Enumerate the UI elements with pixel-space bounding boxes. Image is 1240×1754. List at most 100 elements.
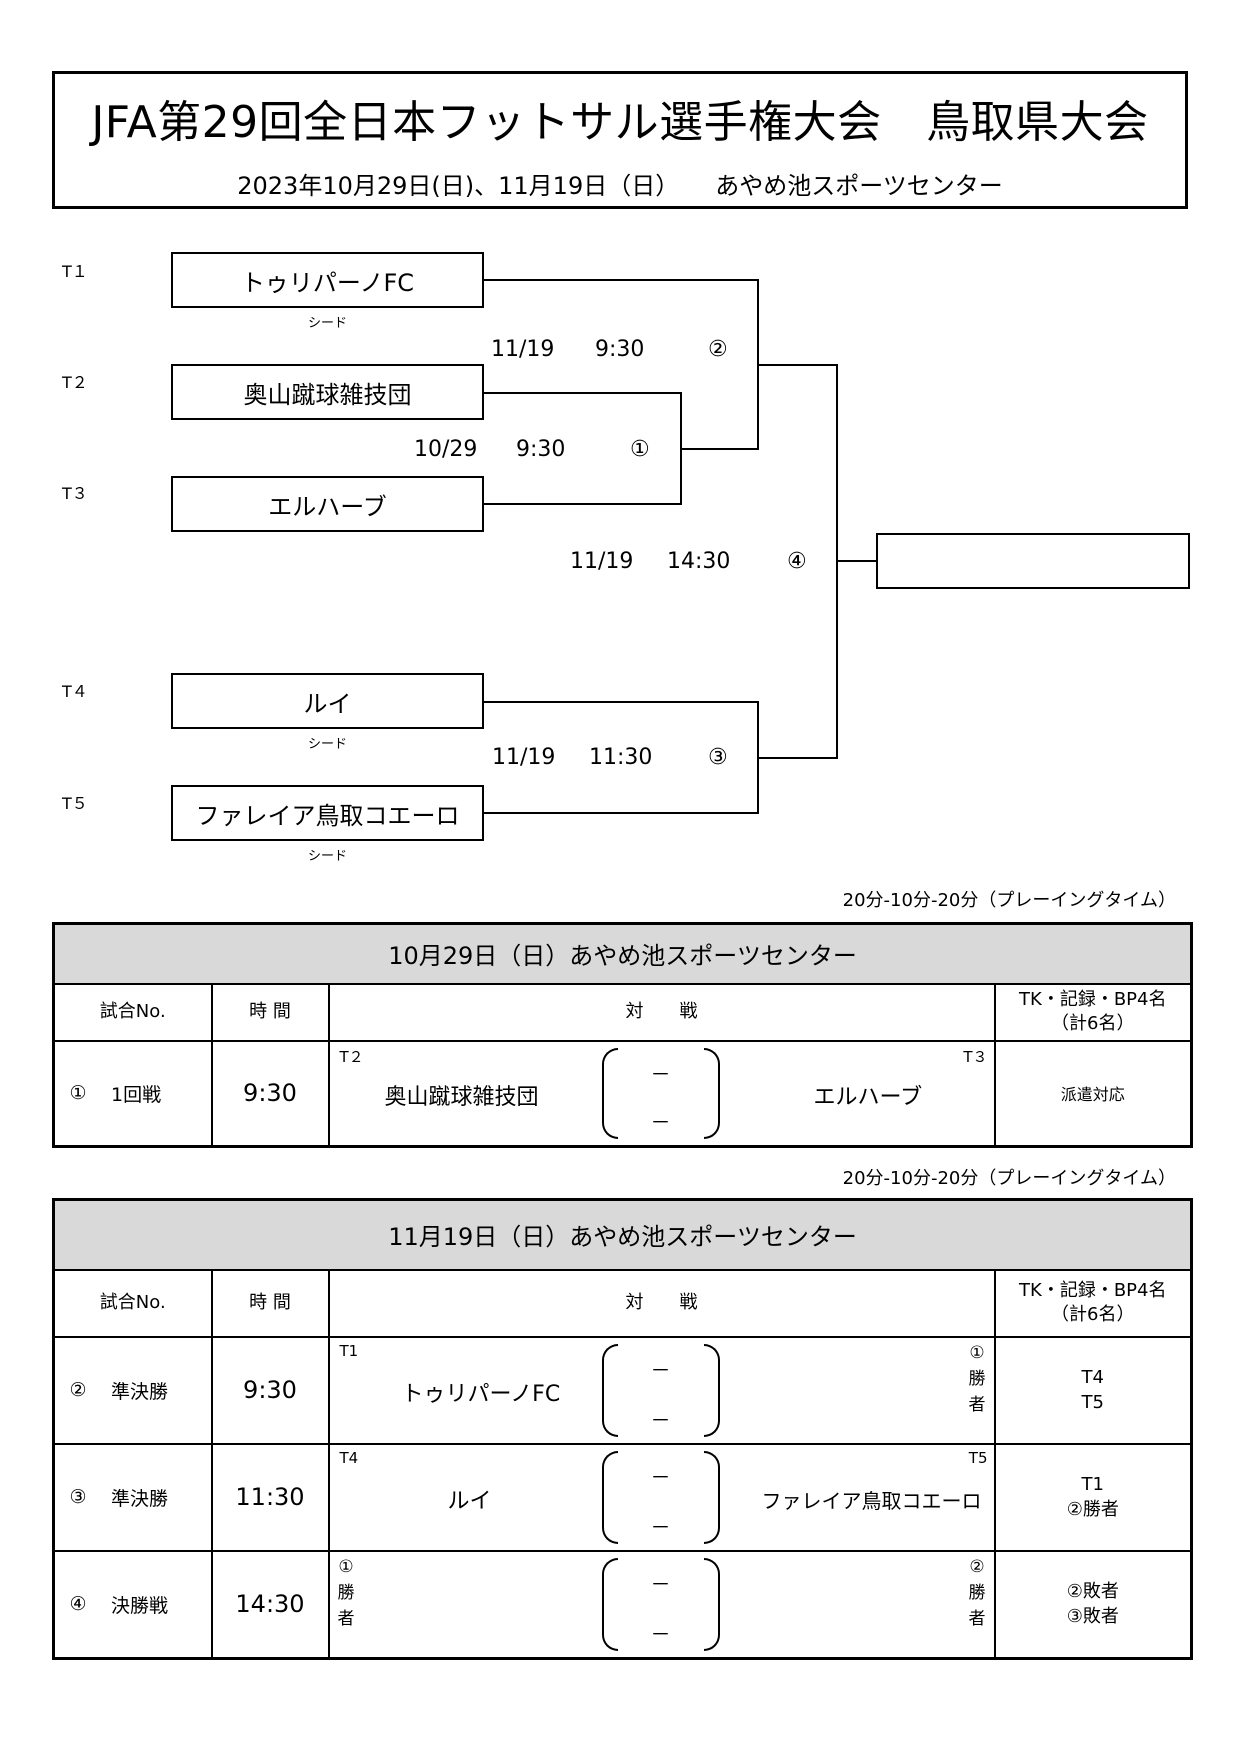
bracket-line — [757, 757, 838, 759]
schedule-table-nov19: 11月19日（日）あやめ池スポーツセンター 試合No. 時 間 対 戦 TK・記… — [52, 1198, 1194, 1660]
score-second-half: － — [650, 1407, 671, 1432]
match-time: 9:30 — [210, 1039, 330, 1147]
match-3-number: ③ — [708, 745, 728, 770]
match-number: ④ — [69, 1593, 87, 1615]
referee-line: ②勝者 — [1066, 1499, 1119, 1520]
match-2-date: 11/19 — [491, 337, 555, 362]
placeholder-char: 勝 — [968, 1582, 986, 1603]
referee-line: T5 — [1081, 1392, 1104, 1413]
score-first-half: － — [650, 1571, 671, 1596]
referee-line: T4 — [1081, 1366, 1104, 1388]
schedule-date: 10月29日（日）あやめ池スポーツセンター — [52, 922, 1193, 985]
match-4-date: 11/19 — [570, 549, 634, 574]
left-team-code: T1 — [339, 1341, 359, 1360]
versus-cell: T1 トゥリパーノFC ① 勝 者 － － — [327, 1335, 996, 1445]
bracket-line — [484, 503, 682, 505]
seed-label-t1: T１ — [62, 262, 88, 281]
left-team-code: T4 — [339, 1448, 359, 1467]
match-time: 9:30 — [210, 1335, 330, 1445]
header-referee-line2: （計6名） — [1051, 1304, 1135, 1325]
score-first-half: － — [650, 1357, 671, 1382]
team-name: ファレイア鳥取コエーロ — [195, 801, 460, 830]
seed-label-t4: T４ — [62, 682, 88, 701]
match-round: 1回戦 — [111, 1083, 162, 1106]
left-team-name: 奥山蹴球雑技団 — [384, 1084, 539, 1110]
placeholder-char: 者 — [968, 1608, 986, 1629]
schedule-table-oct29: 10月29日（日）あやめ池スポーツセンター 試合No. 時 間 対 戦 TK・記… — [52, 922, 1194, 1148]
header-versus: 対 戦 — [327, 982, 996, 1042]
schedule-date: 11月19日（日）あやめ池スポーツセンター — [52, 1198, 1193, 1271]
seed-note-t4: シード — [307, 737, 347, 752]
match-time: 14:30 — [210, 1549, 330, 1659]
bracket-team-t2: 奥山蹴球雑技団 — [171, 364, 484, 420]
placeholder-char: 者 — [337, 1608, 355, 1629]
bracket-line — [836, 560, 876, 562]
match-round: 準決勝 — [111, 1380, 169, 1403]
match-time: 11:30 — [210, 1442, 330, 1552]
referee-line: ②敗者 — [1066, 1580, 1119, 1602]
score-box[interactable]: － － — [601, 1450, 720, 1544]
match-3-time: 11:30 — [589, 745, 653, 770]
score-box[interactable]: － － — [601, 1343, 720, 1437]
team-name: ルイ — [303, 689, 352, 718]
left-team-placeholder: ① 勝 者 — [338, 1554, 355, 1632]
bracket-line — [757, 364, 838, 366]
header-referee-line2: （計6名） — [1051, 1013, 1135, 1034]
seed-note-t1: シード — [307, 316, 347, 331]
referee-line: ③敗者 — [1066, 1606, 1119, 1627]
placeholder-char: 勝 — [337, 1582, 355, 1603]
bracket-team-t1: トゥリパーノFC — [171, 252, 484, 308]
header-referee: TK・記録・BP4名 （計6名） — [993, 1268, 1193, 1338]
seed-label-t2: T２ — [62, 373, 88, 392]
header-time: 時 間 — [210, 1268, 330, 1338]
match-number: ① — [69, 1082, 87, 1104]
header-versus: 対 戦 — [327, 1268, 996, 1338]
referee-line: T1 — [1081, 1473, 1104, 1495]
right-team-placeholder: ② 勝 者 — [969, 1554, 986, 1632]
score-box[interactable]: － － — [601, 1047, 720, 1139]
bracket-line — [484, 812, 759, 814]
header-match-no: 試合No. — [52, 1268, 213, 1338]
placeholder-char: ② — [969, 1556, 985, 1577]
score-first-half: － — [650, 1464, 671, 1489]
match-2-number: ② — [708, 337, 728, 362]
score-box[interactable]: － － — [601, 1557, 720, 1651]
header-referee: TK・記録・BP4名 （計6名） — [993, 982, 1193, 1042]
page-title: JFA第29回全日本フットサル選手権大会 鳥取県大会 — [91, 97, 1149, 148]
score-second-half: － — [650, 1109, 671, 1134]
score-first-half: － — [650, 1061, 671, 1086]
title-box: JFA第29回全日本フットサル選手権大会 鳥取県大会 2023年10月29日(日… — [52, 71, 1188, 209]
match-1-number: ① — [630, 437, 650, 462]
versus-cell: ① 勝 者 ② 勝 者 － － — [327, 1549, 996, 1659]
match-number: ③ — [69, 1486, 87, 1508]
referee-cell: T1 ②勝者 — [993, 1442, 1193, 1552]
versus-cell: T4 T5 ルイ ファレイア鳥取コエーロ － － — [327, 1442, 996, 1552]
duration-note: 20分-10分-20分（プレーイングタイム） — [842, 1168, 1176, 1189]
bracket-line — [484, 701, 759, 703]
seed-note-t5: シード — [307, 849, 347, 864]
score-second-half: － — [650, 1514, 671, 1539]
bracket-team-t4: ルイ — [171, 673, 484, 729]
placeholder-char: ① — [338, 1556, 354, 1577]
placeholder-char: 者 — [968, 1394, 986, 1415]
referee-cell: ②敗者 ③敗者 — [993, 1549, 1193, 1659]
match-2-time: 9:30 — [595, 337, 645, 362]
seed-label-t5: T５ — [62, 794, 88, 813]
match-4-time: 14:30 — [667, 549, 731, 574]
header-referee-line1: TK・記録・BP4名 — [1019, 988, 1167, 1010]
header-match-no: 試合No. — [52, 982, 213, 1042]
match-no-cell: ② 準決勝 — [52, 1335, 213, 1445]
match-round: 決勝戦 — [111, 1594, 169, 1617]
header-time: 時 間 — [210, 982, 330, 1042]
match-round: 準決勝 — [111, 1487, 169, 1510]
placeholder-char: ① — [969, 1342, 985, 1363]
right-team-placeholder: ① 勝 者 — [969, 1340, 986, 1418]
team-name: 奥山蹴球雑技団 — [243, 380, 412, 409]
match-1-time: 9:30 — [516, 437, 566, 462]
match-no-cell: ① 1回戦 — [52, 1039, 213, 1147]
match-no-cell: ③ 準決勝 — [52, 1442, 213, 1552]
bracket-team-t5: ファレイア鳥取コエーロ — [171, 785, 484, 841]
left-team-name: トゥリパーノFC — [401, 1381, 561, 1407]
team-name: トゥリパーノFC — [240, 268, 415, 297]
match-number: ② — [69, 1379, 87, 1401]
